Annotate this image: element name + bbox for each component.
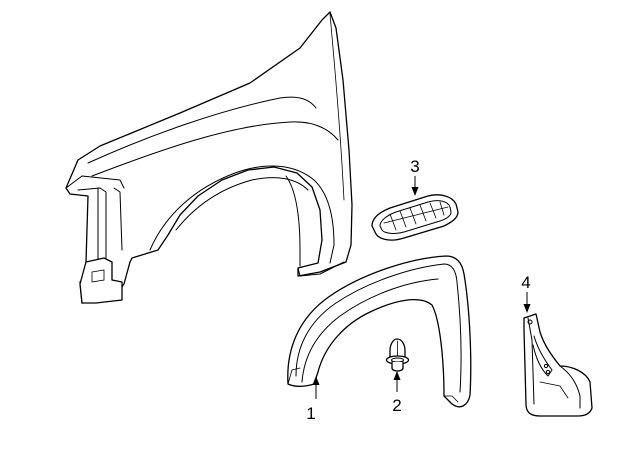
retainer-clip xyxy=(385,338,410,372)
wheel-flare xyxy=(287,255,472,408)
mud-flap-mount-hole-2 xyxy=(543,363,549,369)
side-vent-inner-rim xyxy=(379,200,452,234)
side-vent xyxy=(371,194,459,241)
wheel-flare-outer-edge xyxy=(295,263,462,393)
mud-flap-mount-hole-3 xyxy=(545,369,551,375)
wheel-flare-inner-edge xyxy=(301,278,439,383)
mud-flap-lower-contour xyxy=(559,365,581,409)
wheel-flare-front-end xyxy=(287,367,301,385)
mud-flap-body xyxy=(523,313,593,417)
mud-flap-mount-strip xyxy=(527,317,535,405)
retainer-clip-shank xyxy=(391,361,404,372)
side-vent-body xyxy=(371,194,459,241)
fender-rear-tab xyxy=(297,261,345,277)
side-vent-center-bar xyxy=(383,206,449,224)
mud-flap xyxy=(523,313,593,417)
callout-2: 2 xyxy=(392,371,402,415)
callout-3-label: 3 xyxy=(410,157,419,176)
mud-flap-emboss xyxy=(539,381,569,399)
fender-front-edge-3 xyxy=(113,187,123,251)
callout-4-label: 4 xyxy=(521,273,530,292)
side-vent-slat-1 xyxy=(389,213,397,231)
wheel-flare-body xyxy=(287,255,472,408)
mud-flap-rib xyxy=(532,335,553,377)
callout-2-arrowhead xyxy=(393,371,401,380)
callout-2-label: 2 xyxy=(392,396,401,415)
fender-bracket-slot xyxy=(91,269,105,283)
fender-front-edge xyxy=(77,187,107,259)
mud-flap-mount-hole-1 xyxy=(527,319,533,325)
callout-1-label: 1 xyxy=(306,404,315,423)
fender-arch-contour-inner xyxy=(175,177,309,231)
fender-crease-upper xyxy=(87,96,317,164)
fender-arch-contour xyxy=(149,165,335,264)
wheel-flare-lip xyxy=(443,395,459,403)
callout-3: 3 xyxy=(410,157,420,196)
callout-1-arrowhead xyxy=(312,376,320,385)
fender-outline xyxy=(65,11,353,304)
side-vent-slat-2 xyxy=(399,210,407,228)
callout-3-arrowhead xyxy=(411,187,419,196)
fender-panel xyxy=(65,11,353,304)
fender-headlamp-notch xyxy=(65,175,125,189)
fender-arch-lip xyxy=(285,175,301,267)
callout-1: 1 xyxy=(306,376,320,423)
fender-top-edge xyxy=(329,13,345,201)
callout-4: 4 xyxy=(521,273,531,313)
fender-body-line xyxy=(91,121,339,177)
callout-4-arrowhead xyxy=(523,304,531,313)
